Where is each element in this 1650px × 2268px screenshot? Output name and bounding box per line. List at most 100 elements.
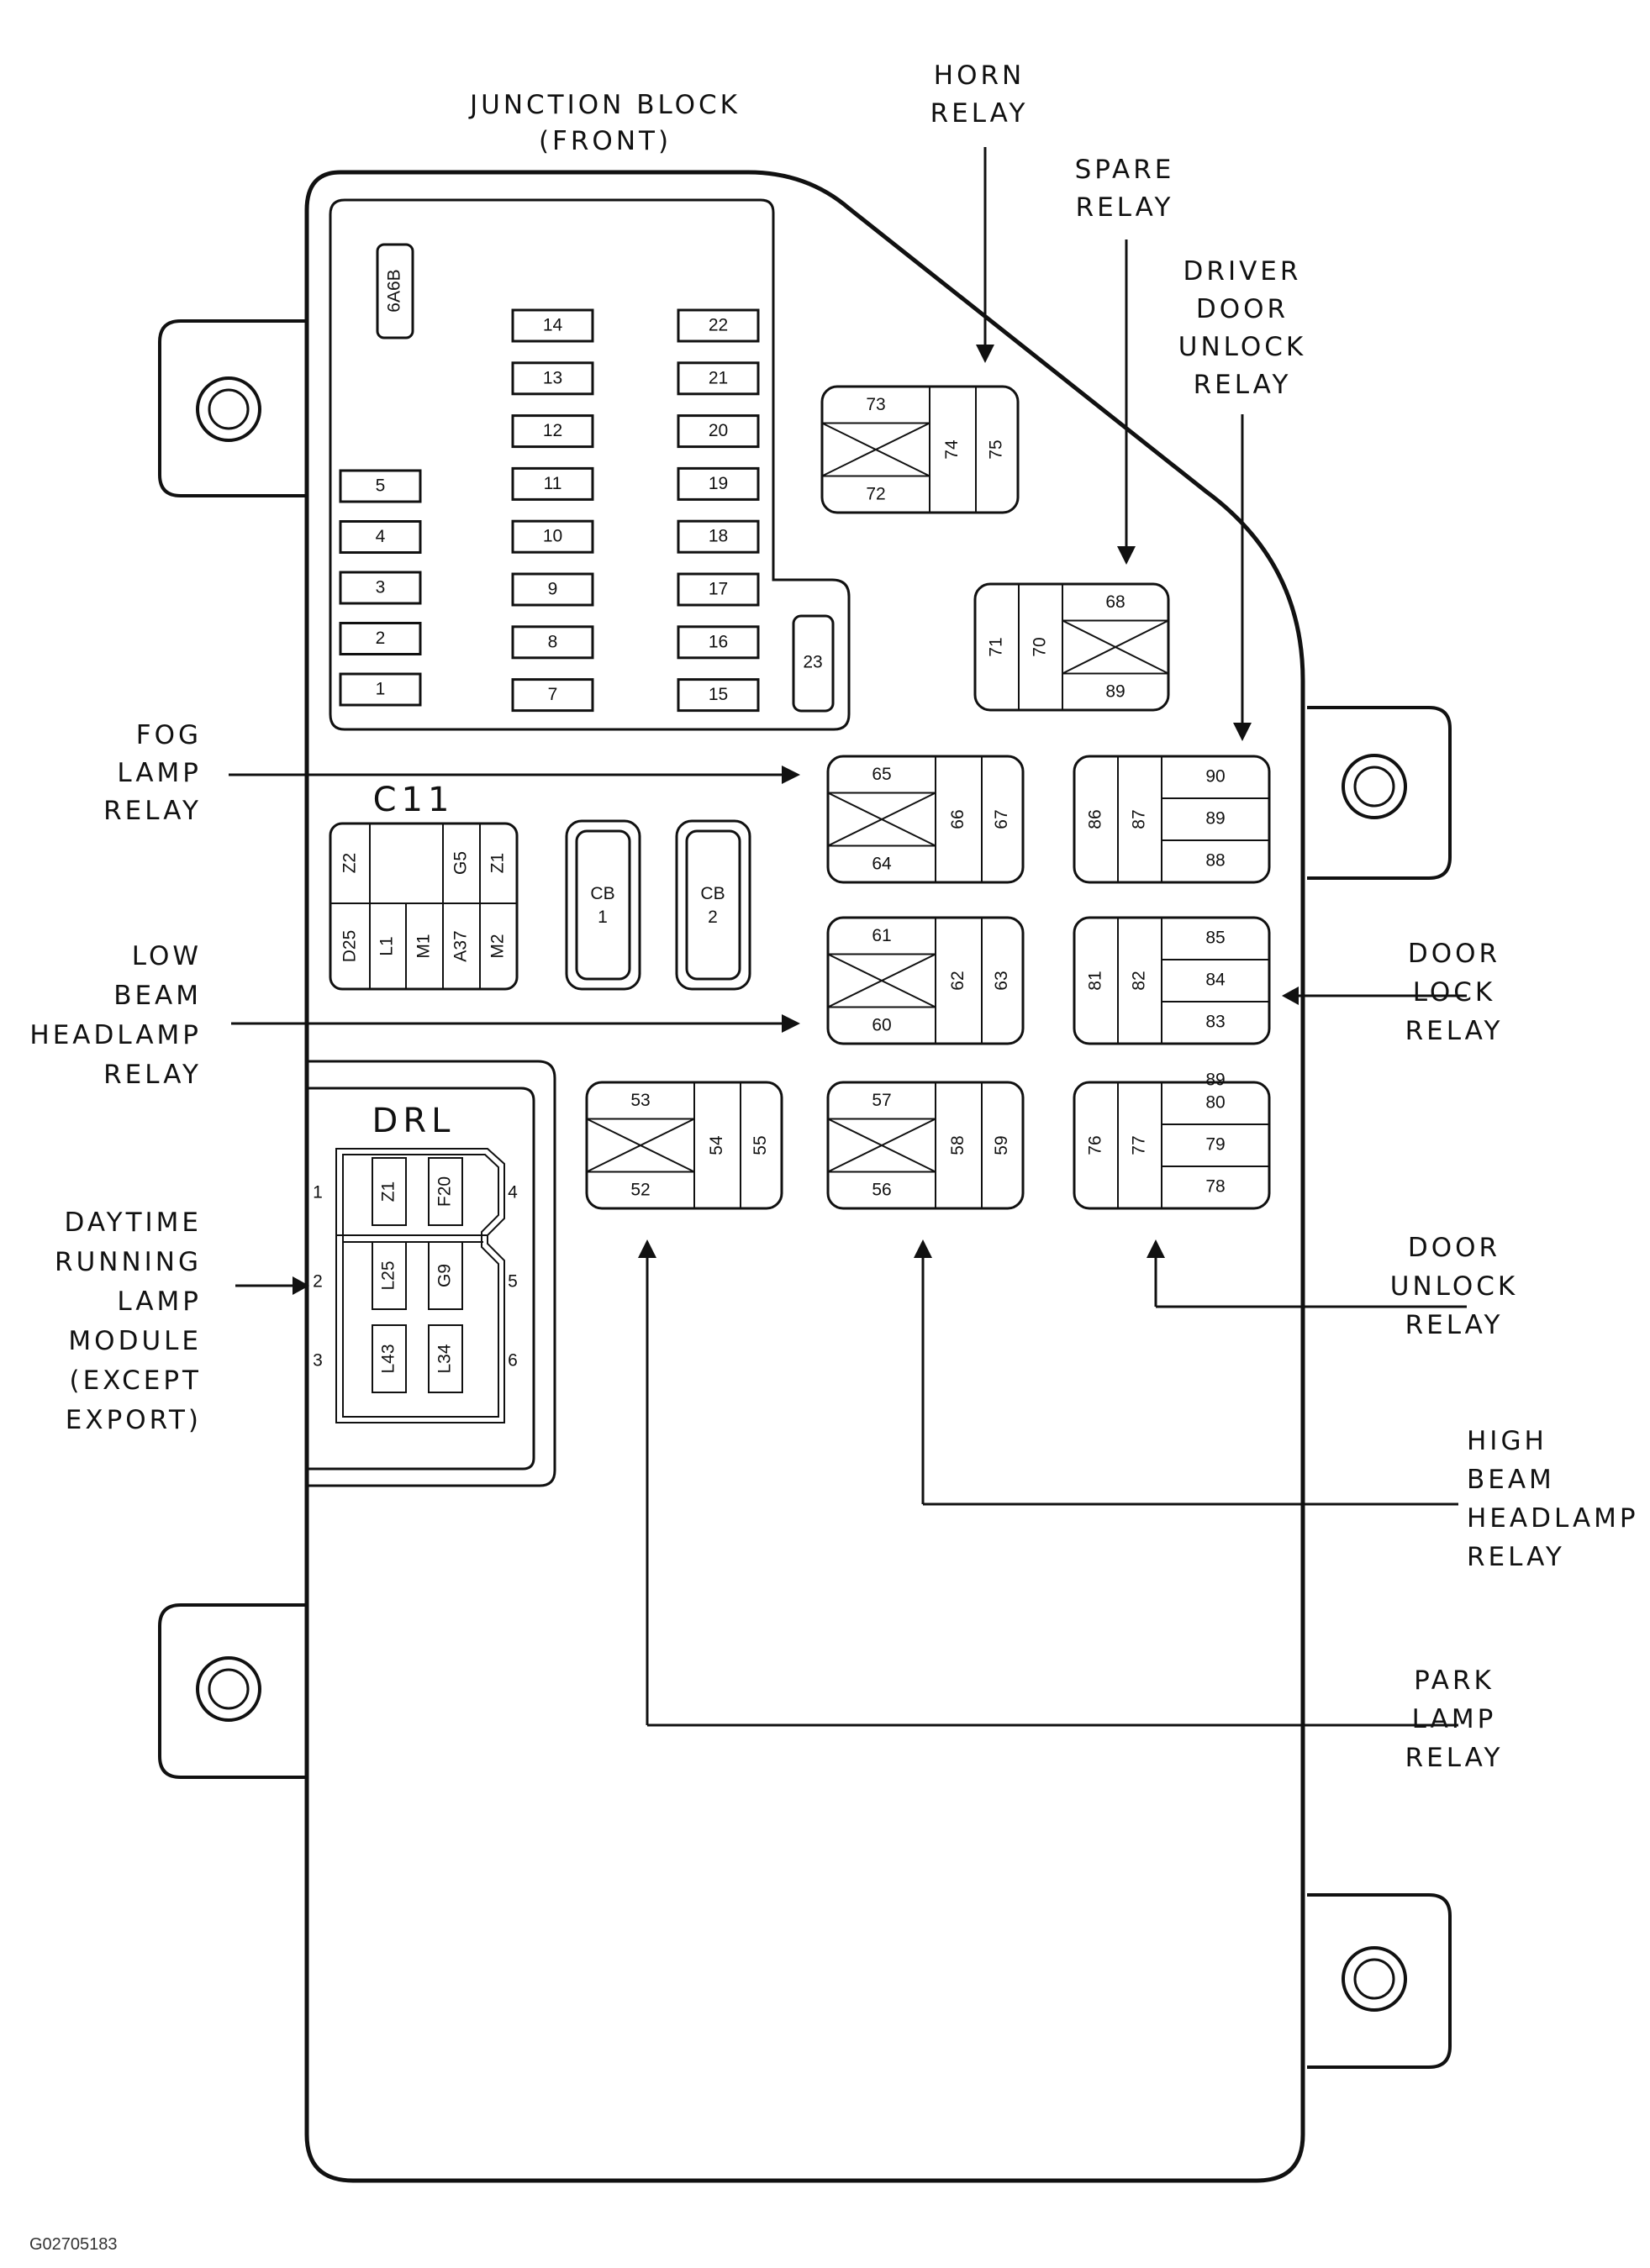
fuse-7[interactable]: 7 — [511, 678, 594, 713]
fuse-3[interactable]: 3 — [339, 571, 422, 605]
fuse-12[interactable]: 12 — [511, 414, 594, 449]
drl-cell-L34[interactable]: L34 — [428, 1324, 463, 1393]
fuse-1-label: 1 — [376, 680, 386, 699]
fuse-9[interactable]: 9 — [511, 572, 594, 607]
door-unlock-relay-line-1: DOOR — [1408, 1233, 1500, 1263]
fuse-16[interactable]: 16 — [677, 625, 760, 660]
cb1-line2: 1 — [598, 908, 608, 927]
drl-pin-6: 6 — [508, 1351, 518, 1371]
fuse-1[interactable]: 1 — [339, 672, 422, 707]
high-beam-relay-line-1: HIGH — [1467, 1426, 1547, 1456]
fuse-15[interactable]: 15 — [677, 678, 760, 713]
fuse-4[interactable]: 4 — [339, 520, 422, 554]
fuse-12-label: 12 — [543, 421, 562, 440]
relay-pin-86: 86 — [1086, 809, 1105, 829]
fuse-22-label: 22 — [709, 316, 728, 335]
relay-pin-88: 88 — [1205, 851, 1225, 871]
circuit-breaker-2[interactable]: CB 2 — [675, 819, 751, 991]
fuse-7-label: 7 — [548, 685, 558, 704]
fuse-21[interactable]: 21 — [677, 361, 760, 396]
drl-pin-4: 4 — [508, 1183, 518, 1202]
drl-module-line-5: (EXCEPT — [69, 1366, 202, 1396]
drl-cell-L43[interactable]: L43 — [372, 1324, 407, 1393]
relay-pin-79: 79 — [1205, 1135, 1225, 1155]
driver-door-unlock-relay-line-2: DOOR — [1196, 294, 1289, 324]
cb2-line1: CB — [700, 884, 725, 903]
fuse-17[interactable]: 17 — [677, 572, 760, 607]
drl-cell-F20-label: F20 — [435, 1176, 455, 1207]
drl-cell-L34-label: L34 — [435, 1344, 455, 1373]
relay-pin-62: 62 — [948, 971, 967, 990]
fuse-5[interactable]: 5 — [339, 469, 422, 503]
relay-pin-77: 77 — [1130, 1135, 1149, 1155]
fuse-14[interactable]: 14 — [511, 308, 594, 343]
image-code: G02705183 — [29, 2235, 118, 2254]
drl-cell-G9-label: G9 — [435, 1264, 455, 1287]
mounting-tab-right-bottom — [1307, 1893, 1452, 2069]
fuse-17-label: 17 — [709, 580, 728, 599]
fuse-2-label: 2 — [376, 629, 386, 648]
high-beam-relay-line-3: HEADLAMP — [1467, 1503, 1639, 1534]
drl-module-line-2: RUNNING — [55, 1247, 202, 1277]
driver-door-unlock-relay-line-1: DRIVER — [1183, 256, 1302, 287]
fuse-panel — [329, 198, 851, 731]
relay-pin-66: 66 — [948, 809, 967, 829]
relay-pin-68: 68 — [1105, 592, 1125, 612]
fuse-3-label: 3 — [376, 578, 386, 597]
relay-pin-63: 63 — [992, 971, 1011, 990]
door-lock-relay-line-3: RELAY — [1405, 1016, 1504, 1046]
fuse-8[interactable]: 8 — [511, 625, 594, 660]
fuse-8-label: 8 — [548, 632, 558, 651]
fuse-11-label: 11 — [544, 474, 562, 493]
relay-pin-72: 72 — [866, 485, 885, 504]
fuse-13[interactable]: 13 — [511, 361, 594, 396]
drl-cell-G9[interactable]: G9 — [428, 1241, 463, 1310]
fuse-18[interactable]: 18 — [677, 519, 760, 554]
fuse-2[interactable]: 2 — [339, 622, 422, 655]
drl-cell-Z1[interactable]: Z1 — [372, 1157, 407, 1226]
fuse-11[interactable]: 11 — [511, 466, 594, 501]
fuse-21-label: 21 — [709, 368, 728, 387]
c11-pin-L1: L1 — [377, 936, 397, 955]
low-beam-relay-line-4: RELAY — [103, 1060, 202, 1090]
high-beam-relay-line-4: RELAY — [1467, 1542, 1565, 1572]
relay-pin-80: 80 — [1205, 1093, 1225, 1113]
relay-pin-70: 70 — [1031, 637, 1050, 656]
fuse-18-label: 18 — [709, 527, 728, 546]
relay-pin-67: 67 — [992, 809, 1011, 829]
door-unlock-relay-line-3: RELAY — [1405, 1310, 1504, 1340]
fuse-20[interactable]: 20 — [677, 414, 760, 449]
fuse-19[interactable]: 19 — [677, 466, 760, 501]
relay-pin-78: 78 — [1205, 1177, 1225, 1197]
drl-module-line-4: MODULE — [68, 1326, 202, 1356]
fuse-5-label: 5 — [376, 476, 386, 496]
drl-cell-Z1-label: Z1 — [379, 1181, 398, 1202]
drl-pin-2: 2 — [313, 1272, 323, 1292]
relay-pin-74: 74 — [942, 439, 962, 460]
fuse-22[interactable]: 22 — [677, 308, 760, 343]
low-beam-relay-line-1: LOW — [132, 941, 202, 971]
mounting-tab-top-left — [158, 319, 307, 497]
fuse-10[interactable]: 10 — [511, 519, 594, 554]
relay-pin-90: 90 — [1205, 767, 1225, 787]
drl-cell-L25[interactable]: L25 — [372, 1241, 407, 1310]
drl-label: DRL — [372, 1102, 456, 1140]
relay-pin-81: 81 — [1086, 971, 1105, 990]
relay-pin-84: 84 — [1205, 971, 1226, 990]
relay-pin-58: 58 — [948, 1135, 967, 1155]
fuse-6a6b[interactable]: 6A6B — [376, 243, 414, 339]
circuit-breaker-1[interactable]: CB 1 — [565, 819, 641, 991]
fuse-23[interactable]: 23 — [792, 614, 835, 713]
drl-cell-F20[interactable]: F20 — [428, 1157, 463, 1226]
